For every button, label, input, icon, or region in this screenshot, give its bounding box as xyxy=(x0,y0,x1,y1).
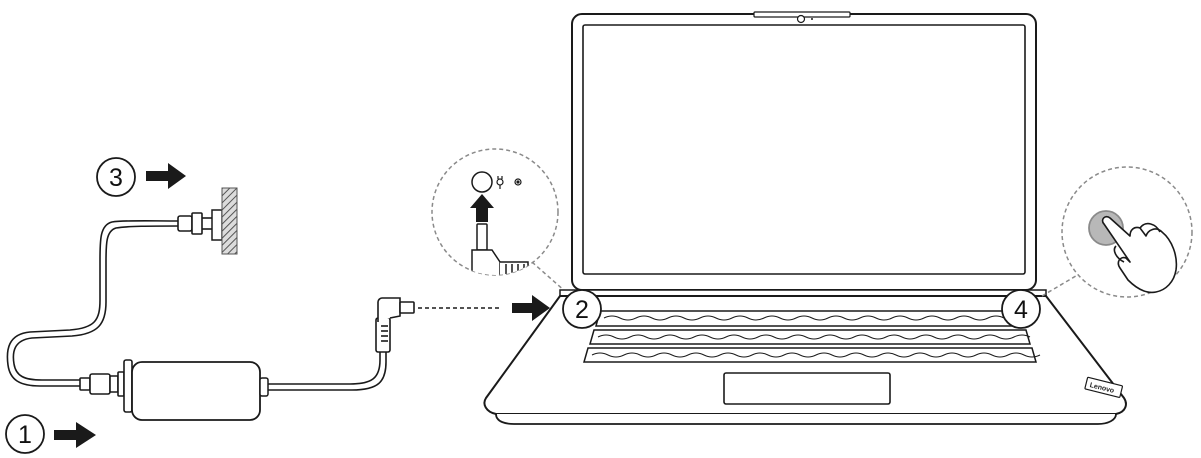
power-cord xyxy=(6,219,181,387)
step-3-number: 3 xyxy=(109,164,123,192)
dc-barrel-plug xyxy=(375,297,415,353)
step-4-marker: 4 xyxy=(1001,289,1041,329)
brand-logo: Lenovo xyxy=(1084,376,1124,398)
step-4-number: 4 xyxy=(1014,296,1028,324)
step-3-marker: 3 xyxy=(96,157,136,197)
touchpad xyxy=(723,372,891,405)
led-indicator-icon xyxy=(514,178,522,186)
dc-plug-detail xyxy=(471,223,529,275)
hand-pointer-icon xyxy=(1101,215,1178,294)
dc-in-symbol-icon xyxy=(496,176,504,189)
step-2-number: 2 xyxy=(575,296,589,324)
keyboard xyxy=(583,310,1037,363)
adapter-input-connector xyxy=(79,371,125,397)
wall-outlet-icon xyxy=(211,187,238,255)
step-1-number: 1 xyxy=(18,421,32,449)
laptop-screen xyxy=(582,24,1026,275)
laptop: Lenovo xyxy=(483,11,1127,425)
arrow-right-icon xyxy=(512,295,550,321)
ac-adapter xyxy=(123,359,269,421)
step-2-marker: 2 xyxy=(562,289,602,329)
keyboard-key-separators xyxy=(591,315,1041,358)
webcam xyxy=(796,14,806,24)
power-button-detail-callout xyxy=(1041,166,1193,298)
dc-cord xyxy=(268,352,387,391)
dc-in-port xyxy=(471,171,493,193)
arrow-right-icon xyxy=(54,422,96,448)
power-plug-icon xyxy=(177,212,212,235)
arrow-up-icon xyxy=(470,194,494,222)
dc-port-detail-callout xyxy=(431,148,567,293)
arrow-right-icon xyxy=(146,163,186,189)
step-1-marker: 1 xyxy=(5,414,45,454)
